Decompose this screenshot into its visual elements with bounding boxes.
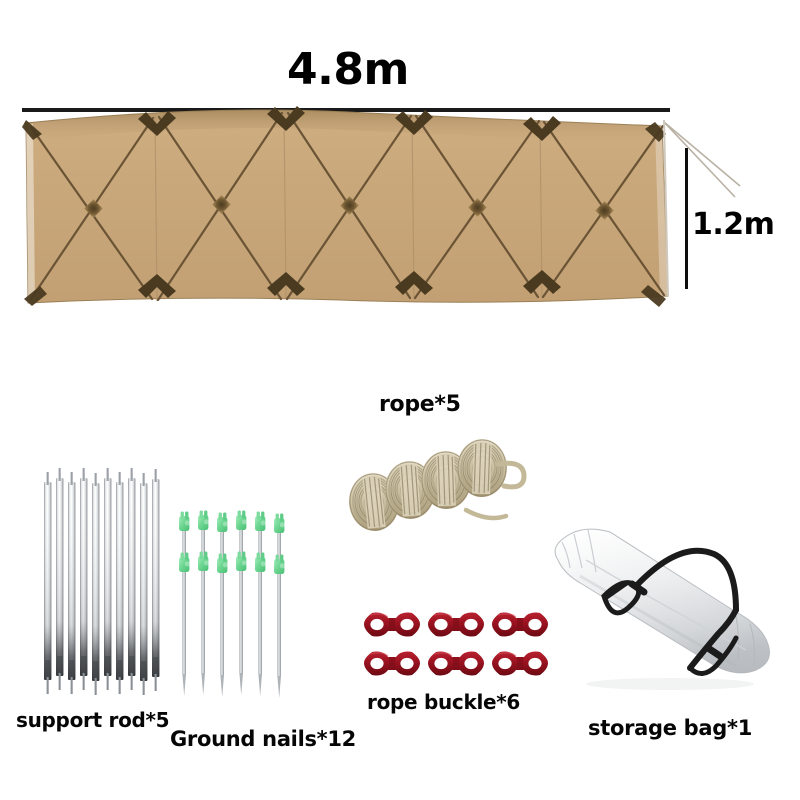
- storage-bag-label: storage bag*1: [588, 716, 753, 740]
- tarp-panel-seams: [154, 110, 543, 302]
- tarp-edge-patches-bottom: [24, 270, 666, 307]
- width-dimension-line: [22, 108, 670, 112]
- ground-nails-bundle: [179, 510, 285, 698]
- height-dimension-line: [685, 148, 688, 289]
- rope-label: rope*5: [379, 392, 461, 417]
- ground-nails-label: Ground nails*12: [170, 727, 356, 751]
- tarp-diagram: [22, 106, 741, 307]
- tarp-edge-patches-top: [22, 106, 666, 142]
- tarp-center-patches: [84, 195, 614, 220]
- height-dimension-label: 1.2m: [692, 207, 775, 242]
- rope-buckle-label: rope buckle*6: [367, 690, 521, 714]
- support-rod-label: support rod*5: [16, 708, 170, 732]
- rope-bundle: [348, 437, 527, 535]
- width-dimension-label: 4.8m: [287, 44, 409, 95]
- storage-bag: [554, 528, 770, 690]
- rope-hanks: [348, 437, 527, 535]
- storage-bag-strap: [601, 547, 739, 676]
- rope-buckle-items: [363, 611, 549, 677]
- storage-bag-shadow: [586, 678, 754, 690]
- support-rod-bundle: [44, 468, 160, 695]
- tarp-guy-lines: [663, 121, 741, 198]
- rope-buckle-set: [363, 611, 549, 677]
- ground-nail-items: [179, 510, 285, 698]
- tarp-pole-right: [663, 119, 669, 297]
- support-rod-segments: [44, 468, 160, 695]
